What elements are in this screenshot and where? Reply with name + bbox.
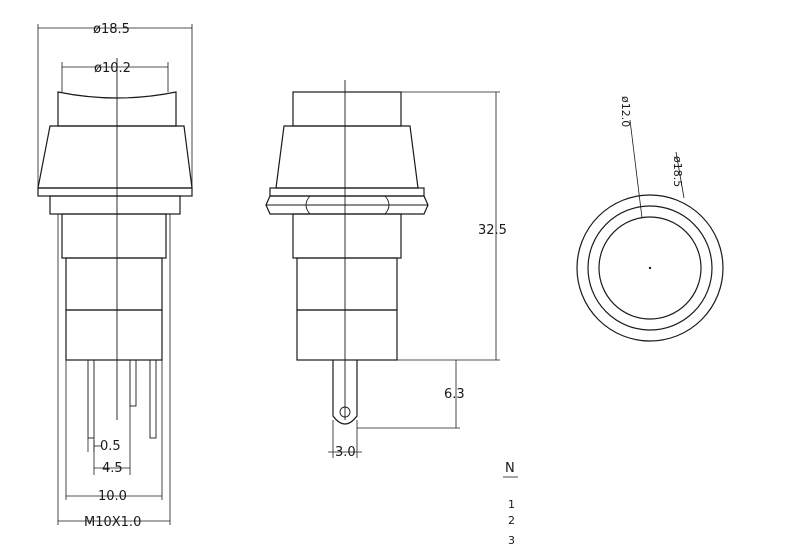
dim-top-outer-diameter: ø18.5 xyxy=(671,156,684,187)
side-view: 32.5 6.3 3.0 xyxy=(265,80,507,460)
side-body-upper xyxy=(292,213,402,259)
pin-table: N 1 2 3 xyxy=(503,461,518,547)
dim-height: 32.5 xyxy=(478,223,507,238)
side-body-mid xyxy=(296,257,398,311)
front-pin-left xyxy=(87,359,95,439)
side-bezel-base xyxy=(269,187,425,197)
dim-top-inner-diameter: ø12.0 xyxy=(619,96,632,127)
top-outer-circle xyxy=(576,194,724,342)
table-row-3: 3 xyxy=(508,534,515,547)
leader-outer-diameter xyxy=(675,151,685,199)
front-pin-mid xyxy=(129,359,137,407)
table-row-2: 2 xyxy=(508,514,515,527)
leader-inner-diameter xyxy=(629,119,643,219)
dim-body-width: 10.0 xyxy=(98,489,127,504)
dim-outer-diameter: ø18.5 xyxy=(93,22,130,37)
dim-cap-diameter: ø10.2 xyxy=(94,61,131,76)
front-body-mid xyxy=(65,257,163,311)
dim-thread: M10X1.0 xyxy=(84,515,141,530)
dim-terminal-length: 6.3 xyxy=(444,387,465,402)
front-view: ø18.5 ø10.2 0.5 4.5 10.0 M10X1.0 xyxy=(37,22,193,530)
front-nut xyxy=(49,195,181,215)
side-body-lower xyxy=(296,309,398,361)
side-terminal xyxy=(332,360,358,425)
table-row-1: 1 xyxy=(508,498,515,511)
dim-pin-width: 0.5 xyxy=(100,439,121,454)
dim-pin-spacing: 4.5 xyxy=(102,461,123,476)
front-bezel-base xyxy=(37,187,193,197)
side-cap xyxy=(292,91,402,127)
front-body-lower xyxy=(65,309,163,361)
top-center-point xyxy=(648,266,652,270)
top-mid-circle xyxy=(587,205,713,331)
top-inner-circle xyxy=(598,216,702,320)
table-header: N xyxy=(505,461,515,476)
front-cap xyxy=(57,91,177,127)
side-bezel xyxy=(275,125,419,189)
top-view: ø12.0 ø18.5 xyxy=(576,96,724,342)
front-body-upper xyxy=(61,213,167,259)
front-pin-right xyxy=(149,359,157,439)
dim-terminal-width: 3.0 xyxy=(335,445,356,460)
front-bezel xyxy=(37,125,193,189)
